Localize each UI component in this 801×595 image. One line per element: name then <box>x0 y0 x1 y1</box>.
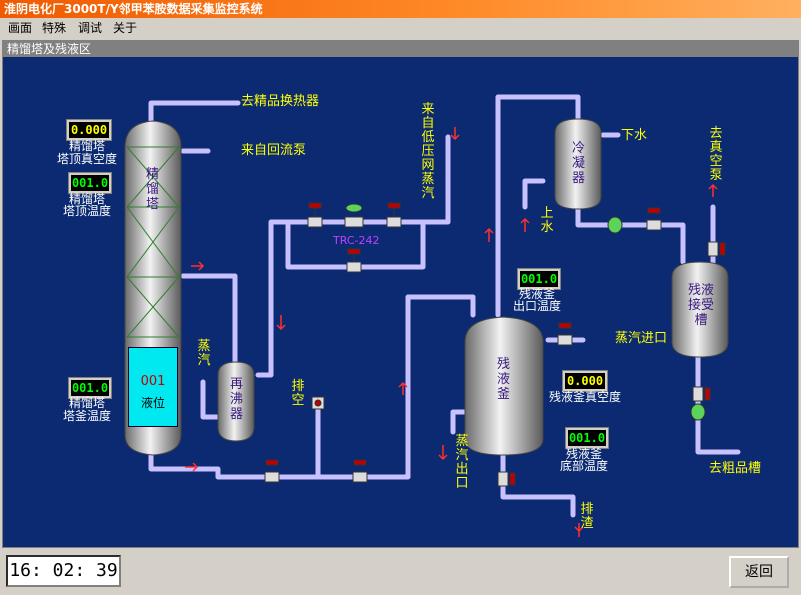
tower-top-vacuum-label1: 精馏塔 <box>68 139 105 153</box>
residue-outlet-temp-label2: 出口温度 <box>512 299 561 313</box>
flow-vent: 排空 <box>291 379 305 408</box>
valve-steam-2[interactable] <box>386 202 402 228</box>
flow-to-crude-tank: 去粗品槽 <box>709 461 762 476</box>
clock-display: 16: 02: 39 <box>6 555 121 587</box>
process-panel: 精馏塔及残液区 <box>2 40 799 548</box>
receiver-vessel <box>671 261 729 358</box>
menu-special[interactable]: 特殊 <box>42 21 67 35</box>
piping-diagram <box>124 94 741 537</box>
tower-bottom-temp-value: 001.0 <box>68 377 112 399</box>
valve-bypass[interactable] <box>346 248 362 273</box>
residue-bottom-temp-label2: 底部温度 <box>559 459 608 473</box>
flow-water-out: 下水 <box>621 128 648 143</box>
condenser-name: 冷凝器 <box>571 141 585 186</box>
panel-title: 精馏塔及残液区 <box>7 42 92 56</box>
valve-vacuum[interactable] <box>707 241 726 257</box>
residue-kettle-name: 残液釜 <box>496 357 510 402</box>
status-bar: 16: 02: 39 返回 <box>0 548 801 595</box>
flow-from-lp-steam: 来自低压网蒸汽 <box>421 102 435 201</box>
tower-top-temp-label2: 塔顶温度 <box>62 204 111 218</box>
menu-about[interactable]: 关于 <box>113 21 138 35</box>
menu-bar: 画面 特殊 调试 关于 <box>0 18 801 38</box>
flow-slag: 排渣 <box>580 502 594 531</box>
panel-header: 精馏塔及残液区 <box>3 41 798 57</box>
residue-outlet-temp-value: 001.0 <box>517 268 561 290</box>
residue-vacuum-label: 残液釜真空度 <box>548 390 621 404</box>
flow-arrows <box>185 127 718 537</box>
menu-screen[interactable]: 画面 <box>8 21 33 35</box>
tower-top-temp-value: 001.0 <box>68 172 112 194</box>
tower-bottom-temp-label2: 塔釜温度 <box>62 409 111 423</box>
menu-debug[interactable]: 调试 <box>78 21 103 35</box>
valve-crude[interactable] <box>692 386 711 402</box>
tower-level-indicator: 001 液位 <box>128 347 178 427</box>
window-titlebar: 淮阴电化厂3000T/Y邻甲苯胺数据采集监控系统 <box>0 0 801 18</box>
valve-steam-1[interactable] <box>307 202 323 228</box>
tower-top-vacuum-label2: 塔顶真空度 <box>56 152 117 166</box>
process-diagram: 0.000 精馏塔 塔顶真空度 001.0 精馏塔 塔顶温度 001.0 精馏塔… <box>3 57 798 547</box>
valve-vent[interactable] <box>311 396 325 410</box>
sight-glass-1 <box>607 216 623 234</box>
level-label: 液位 <box>140 396 165 410</box>
tower-bottom-temp-label1: 精馏塔 <box>68 396 105 410</box>
pipe-crude <box>695 349 741 455</box>
residue-bottom-temp-label1: 残液釜 <box>565 447 602 461</box>
tower-top-vacuum-value: 0.000 <box>66 119 112 141</box>
valve-slag[interactable] <box>497 471 516 487</box>
valve-steam-in[interactable] <box>557 322 573 346</box>
valve-receiver-in[interactable] <box>646 207 662 231</box>
reboiler-name: 再沸器 <box>229 377 243 422</box>
controller-tag: TRC-242 <box>333 234 380 247</box>
residue-outlet-temp-label1: 残液釜 <box>518 287 555 301</box>
flow-to-refine-exchanger: 去精品换热器 <box>241 94 320 109</box>
pipes <box>148 94 741 518</box>
tower-top-temp-label1: 精馏塔 <box>68 192 105 206</box>
pipe-steam-reboiler <box>200 379 221 420</box>
flow-water-in: 上水 <box>540 206 554 235</box>
pipe-kettle-up <box>495 94 581 318</box>
pipe-water-in <box>522 178 546 210</box>
pipe-to-receiver <box>575 204 686 265</box>
condenser-vessel <box>554 118 602 210</box>
tower-name: 精馏塔 <box>145 167 159 212</box>
flow-from-reflux-pump: 来自回流泵 <box>241 143 307 158</box>
pipe-top-out <box>148 100 241 125</box>
pipe-steam-main <box>255 134 451 378</box>
pipe-bottom <box>148 294 476 480</box>
flow-steam-inlet: 蒸汽进口 <box>615 331 668 346</box>
control-valve-trc242[interactable] <box>344 203 364 228</box>
residue-bottom-temp-value: 001.0 <box>565 427 609 449</box>
pipe-tower-to-reboiler <box>180 273 238 365</box>
flow-to-vacuum-pump: 去真空泵 <box>709 126 723 183</box>
valve-bottom-2[interactable] <box>352 459 368 483</box>
reboiler-vessel <box>217 361 255 442</box>
back-button[interactable]: 返回 <box>729 556 789 588</box>
flow-steam-reboiler: 蒸汽 <box>197 339 211 368</box>
valves <box>264 202 726 487</box>
window-title: 淮阴电化厂3000T/Y邻甲苯胺数据采集监控系统 <box>4 2 263 16</box>
receiver-name: 残液接受槽 <box>687 283 714 328</box>
pipe-steam-out <box>450 409 471 435</box>
flow-steam-outlet: 蒸汽出口 <box>455 434 469 491</box>
valve-bottom-1[interactable] <box>264 459 280 483</box>
level-value: 001 <box>140 374 166 389</box>
sight-glass-2 <box>690 403 706 421</box>
residue-kettle-vessel <box>464 316 544 456</box>
residue-vacuum-value: 0.000 <box>562 370 608 392</box>
